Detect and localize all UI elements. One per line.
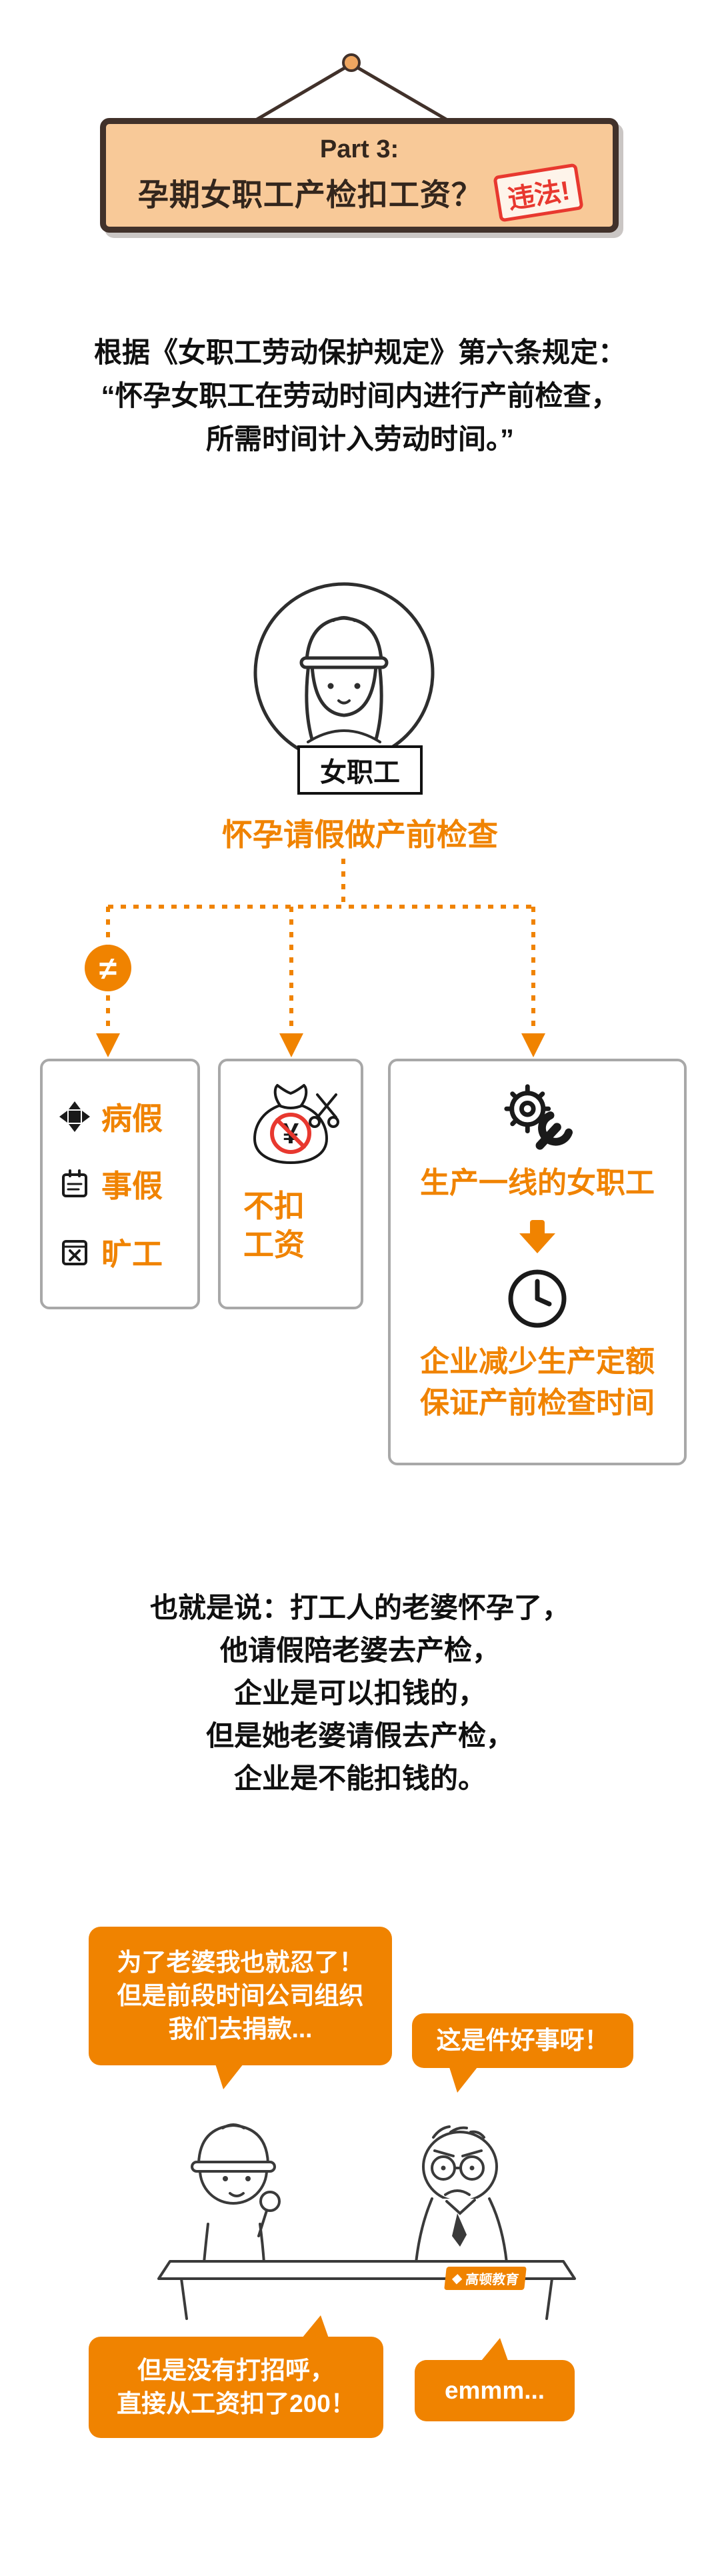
part-label: Part 3: xyxy=(319,135,399,163)
worker-speech2-line-1: 但是没有打招呼， xyxy=(137,2357,335,2384)
no-deduction-box: ¥ 不扣 工资 xyxy=(218,1059,363,1309)
down-arrow-icon xyxy=(519,1220,555,1253)
regulation-text: 根据《女职工劳动保护规定》第六条规定： “怀孕女职工在劳动时间内进行产前检查， … xyxy=(0,331,720,461)
bubble-tail xyxy=(449,2067,477,2093)
worker-character xyxy=(191,2123,281,2264)
quota-text-line-2: 保证产前检查时间 xyxy=(420,1387,655,1419)
no-symbol-icon xyxy=(270,1113,311,1154)
leave-label-sick: 病假 xyxy=(101,1101,163,1136)
worker-speech-line-3: 我们去捐款... xyxy=(168,2015,313,2043)
bubble-tail xyxy=(481,2337,508,2361)
arrowhead-left xyxy=(96,1033,120,1057)
leave-label-absent: 旷工 xyxy=(101,1236,163,1271)
leave-label-personal: 事假 xyxy=(101,1169,163,1203)
boss-speech2-line: emmm... xyxy=(444,2377,545,2404)
production-line-box: 生产一线的女职工 企业减少生产定额 保证产前检查时间 xyxy=(388,1059,687,1465)
sign-board: Part 3: 孕期女职工产检扣工资？ 违法! xyxy=(100,118,619,233)
female-worker-illustration xyxy=(253,582,435,763)
worker-speech-line-1: 为了老婆我也就忍了！ xyxy=(117,1949,364,1976)
brand-logo: ◆ 高顿教育 xyxy=(444,2267,527,2290)
leave-row-absent: 旷工 xyxy=(59,1230,191,1274)
figure-caption: 怀孕请假做产前检查 xyxy=(222,817,498,852)
summary-line-2: 他请假陪老婆去产检， xyxy=(219,1635,500,1666)
scissors-icon xyxy=(309,1093,339,1128)
illegal-stamp: 违法! xyxy=(493,162,584,223)
comic-characters xyxy=(157,2123,576,2320)
no-deduction-label: 不扣 工资 xyxy=(221,1187,305,1264)
leave-types-box: 病假 事假 旷工 xyxy=(40,1059,200,1309)
money-bag-icon: ¥ xyxy=(253,1084,339,1164)
no-deduction-line-1: 不扣 xyxy=(243,1189,305,1223)
flow-connector-lines: ≠ xyxy=(85,859,545,1057)
figure-label: 女职工 xyxy=(297,745,423,795)
regulation-line-2: “怀孕女职工在劳动时间内进行产前检查， xyxy=(101,380,619,411)
bubble-tail xyxy=(302,2315,329,2338)
regulation-line-3: 所需时间计入劳动时间。” xyxy=(205,423,514,455)
medical-cross-icon xyxy=(59,1101,90,1132)
not-equal-badge: ≠ xyxy=(85,945,131,991)
leave-row-sick: 病假 xyxy=(59,1095,191,1139)
clock-icon xyxy=(508,1269,567,1328)
quota-text-line-1: 企业减少生产定额 xyxy=(420,1345,655,1378)
summary-line-5: 企业是不能扣钱的。 xyxy=(233,1763,486,1794)
no-deduction-line-2: 工资 xyxy=(243,1227,305,1262)
calendar-icon xyxy=(62,1169,87,1197)
boss-speech-line: 这是件好事呀！ xyxy=(436,2027,609,2054)
gear-wrench-icon xyxy=(504,1084,573,1150)
arrowhead-middle xyxy=(279,1033,303,1057)
worker-speech-bubble: 为了老婆我也就忍了！ 但是前段时间公司组织 我们去捐款... xyxy=(89,1927,392,2089)
leave-row-personal: 事假 xyxy=(59,1162,191,1206)
boss-speech-bubble-2: emmm... xyxy=(415,2337,575,2421)
summary-line-1: 也就是说：打工人的老婆怀孕了， xyxy=(149,1592,570,1623)
nail-icon xyxy=(342,53,361,72)
summary-line-4: 但是她老婆请假去产检， xyxy=(205,1720,514,1751)
sign-title-row: 孕期女职工产检扣工资？ 违法! xyxy=(137,162,584,223)
regulation-line-1: 根据《女职工劳动保护规定》第六条规定： xyxy=(93,337,626,368)
boss-speech-bubble: 这是件好事呀！ xyxy=(412,2013,633,2093)
worker-speech-line-2: 但是前段时间公司组织 xyxy=(117,1982,364,2009)
boss-character xyxy=(415,2125,508,2264)
production-line-text: 生产一线的女职工 xyxy=(420,1167,655,1199)
svg-text:≠: ≠ xyxy=(99,951,117,987)
summary-line-3: 企业是可以扣钱的， xyxy=(233,1677,486,1709)
bubble-tail xyxy=(215,2063,243,2089)
arrowhead-right xyxy=(521,1033,545,1057)
logo-text: 高顿教育 xyxy=(464,2273,520,2287)
summary-text: 也就是说：打工人的老婆怀孕了， 他请假陪老婆去产检， 企业是可以扣钱的， 但是她… xyxy=(0,1587,720,1800)
logo-icon: ◆ xyxy=(451,2271,463,2286)
calendar-x-icon xyxy=(62,1239,87,1265)
worker-speech-bubble-2: 但是没有打招呼， 直接从工资扣了200！ xyxy=(89,2315,383,2438)
worker-speech2-line-2: 直接从工资扣了200！ xyxy=(117,2390,355,2417)
sign-title: 孕期女职工产检扣工资？ xyxy=(137,177,483,212)
